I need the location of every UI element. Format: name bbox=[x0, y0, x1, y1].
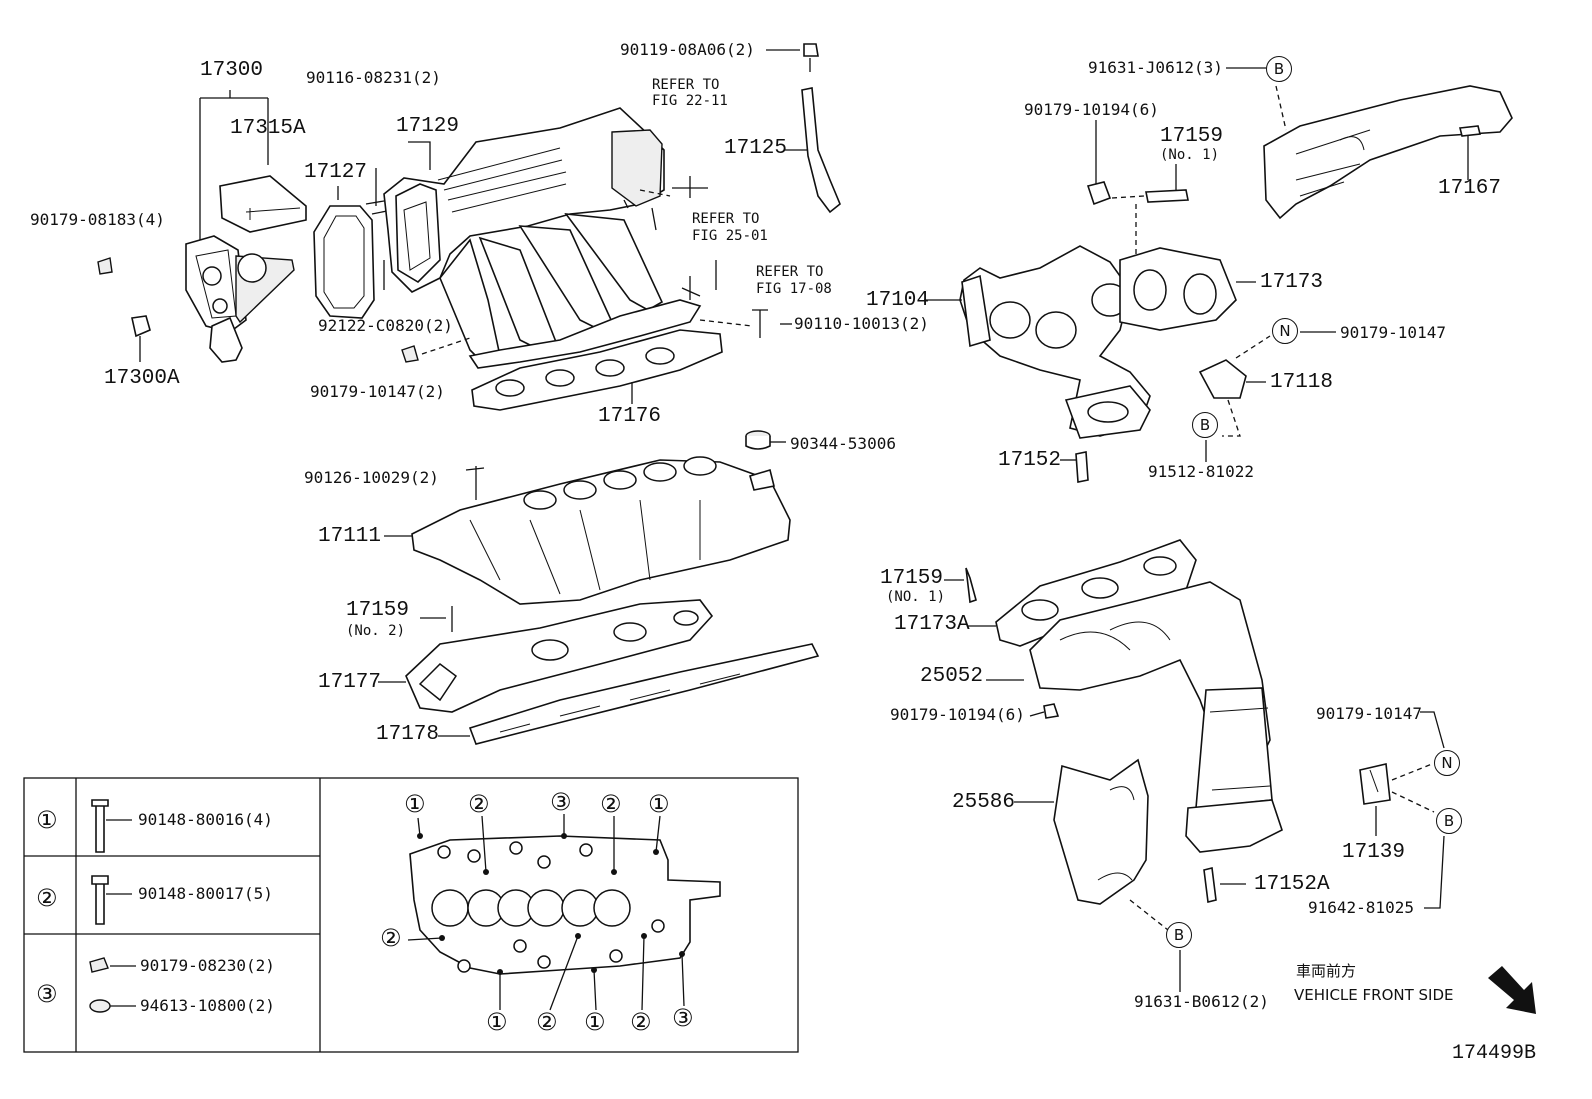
vehicle-front-arrow-icon bbox=[1488, 966, 1536, 1014]
legend-part-3b: 94613-10800(2) bbox=[140, 996, 275, 1015]
bolt-mark-top-3: ③ bbox=[550, 788, 572, 816]
marker-n-right: N bbox=[1434, 750, 1460, 776]
legend-key-1: ① bbox=[36, 806, 58, 834]
intake-manifold-upper-drawing bbox=[383, 107, 792, 369]
label-90110-10013: 90110-10013(2) bbox=[794, 314, 929, 333]
legend-part-3a: 90179-08230(2) bbox=[140, 956, 275, 975]
label-17159-no1-low: 17159 bbox=[880, 567, 944, 590]
label-91631-J0612: 91631-J0612(3) bbox=[1088, 58, 1223, 77]
legend-part-2: 90148-80017(5) bbox=[138, 884, 273, 903]
heat-shield-25586-drawing bbox=[1014, 758, 1181, 992]
plug-90344-drawing bbox=[745, 430, 786, 450]
label-17159-no1-top: 17159 bbox=[1160, 125, 1224, 148]
marker-b-top: B bbox=[1266, 56, 1292, 82]
label-17152: 17152 bbox=[998, 449, 1062, 472]
label-17152A: 17152A bbox=[1254, 873, 1330, 896]
label-17176: 17176 bbox=[598, 405, 662, 428]
label-90179-10147-2: 90179-10147(2) bbox=[310, 382, 445, 401]
label-17173A: 17173A bbox=[894, 613, 970, 636]
throttle-body-drawing bbox=[97, 90, 307, 363]
exhaust-manifold-17104-drawing bbox=[924, 245, 1256, 483]
label-17111: 17111 bbox=[318, 525, 382, 548]
bolt-mark-top-4: ② bbox=[600, 790, 622, 818]
bolt-mark-bottom-4: ② bbox=[630, 1008, 652, 1036]
legend-key-2: ② bbox=[36, 884, 58, 912]
stay-17125-drawing bbox=[766, 43, 841, 214]
label-refer-17-08-b: FIG 17-08 bbox=[756, 281, 832, 297]
label-90179-10194-top: 90179-10194(6) bbox=[1024, 100, 1159, 119]
label-90344-53006: 90344-53006 bbox=[790, 434, 896, 453]
marker-b-bottom: B bbox=[1166, 922, 1192, 948]
label-91642-81025: 91642-81025 bbox=[1308, 898, 1414, 917]
label-25052: 25052 bbox=[920, 665, 984, 688]
label-90116-08231: 90116-08231(2) bbox=[306, 68, 441, 87]
label-90179-08183: 90179-08183(4) bbox=[30, 210, 165, 229]
heat-insulator-17167-drawing bbox=[1226, 67, 1513, 220]
label-17300: 17300 bbox=[200, 59, 264, 82]
label-90179-10147-r: 90179-10147 bbox=[1316, 704, 1422, 723]
gasket-17176-drawing bbox=[471, 329, 723, 411]
label-90179-10194-low: 90179-10194(6) bbox=[890, 705, 1025, 724]
label-17167: 17167 bbox=[1438, 177, 1502, 200]
bolt-mark-top-5: ① bbox=[648, 790, 670, 818]
label-91631-B0612: 91631-B0612(2) bbox=[1134, 992, 1269, 1011]
label-17159-no1-top-sub: (No. 1) bbox=[1160, 147, 1220, 163]
legend-table bbox=[23, 777, 799, 1053]
intake-manifold-lower-drawing bbox=[384, 456, 791, 605]
diagram-id: 174499B bbox=[1452, 1042, 1537, 1065]
direction-label-en: VEHICLE FRONT SIDE bbox=[1294, 986, 1454, 1004]
bolt-mark-bottom-3: ① bbox=[584, 1008, 606, 1036]
marker-n-mid: N bbox=[1272, 318, 1298, 344]
label-refer-25-01-b: FIG 25-01 bbox=[692, 228, 768, 244]
label-17315A: 17315A bbox=[230, 117, 306, 140]
label-17177: 17177 bbox=[318, 671, 382, 694]
label-17118: 17118 bbox=[1270, 371, 1334, 394]
bolt-mark-top-2: ② bbox=[468, 790, 490, 818]
direction-label-jp: 車両前方 bbox=[1296, 962, 1357, 980]
legend-key-3: ③ bbox=[36, 980, 58, 1008]
label-refer-22-11-a: REFER TO bbox=[652, 77, 720, 93]
label-91512-81022: 91512-81022 bbox=[1148, 462, 1254, 481]
label-17127: 17127 bbox=[304, 161, 368, 184]
legend-part-1: 90148-80016(4) bbox=[138, 810, 273, 829]
bracket-17118-drawing bbox=[1198, 331, 1336, 462]
label-17173: 17173 bbox=[1260, 271, 1324, 294]
label-refer-17-08-a: REFER TO bbox=[756, 264, 824, 280]
label-17159-no2: 17159 bbox=[346, 599, 410, 622]
label-17104: 17104 bbox=[866, 289, 930, 312]
label-17129: 17129 bbox=[396, 115, 460, 138]
bolt-mark-top-1: ① bbox=[404, 790, 426, 818]
label-90126-10029: 90126-10029(2) bbox=[304, 468, 439, 487]
label-refer-22-11-b: FIG 22-11 bbox=[652, 93, 728, 109]
bolt-mark-bottom-2: ② bbox=[536, 1008, 558, 1036]
label-refer-25-01-a: REFER TO bbox=[692, 211, 760, 227]
marker-b-mid: B bbox=[1192, 412, 1218, 438]
label-17178: 17178 bbox=[376, 723, 440, 746]
label-90179-10147-n: 90179-10147 bbox=[1340, 323, 1446, 342]
bolt-mark-bottom-1: ① bbox=[486, 1008, 508, 1036]
label-17159-no1-low-sub: (NO. 1) bbox=[886, 589, 946, 605]
label-17139: 17139 bbox=[1342, 841, 1406, 864]
label-92122-C0820: 92122-C0820(2) bbox=[318, 316, 453, 335]
nut-stud-top-drawing bbox=[1086, 120, 1189, 254]
bolt-mark-bottom-5: ③ bbox=[672, 1004, 694, 1032]
label-17300A: 17300A bbox=[104, 367, 180, 390]
bracket-17139-drawing bbox=[1359, 711, 1445, 909]
label-90119-08A06: 90119-08A06(2) bbox=[620, 40, 755, 59]
gaskets-17177-17178-drawing bbox=[378, 599, 820, 745]
label-17159-no2-sub: (No. 2) bbox=[346, 623, 406, 639]
gasket-17127-drawing bbox=[313, 168, 393, 319]
bolt-mark-left: ② bbox=[380, 924, 402, 952]
label-17125: 17125 bbox=[724, 137, 788, 160]
marker-b-right: B bbox=[1436, 808, 1462, 834]
label-25586: 25586 bbox=[952, 791, 1016, 814]
exhaust-pipe-catalyst-drawing bbox=[944, 539, 1283, 903]
